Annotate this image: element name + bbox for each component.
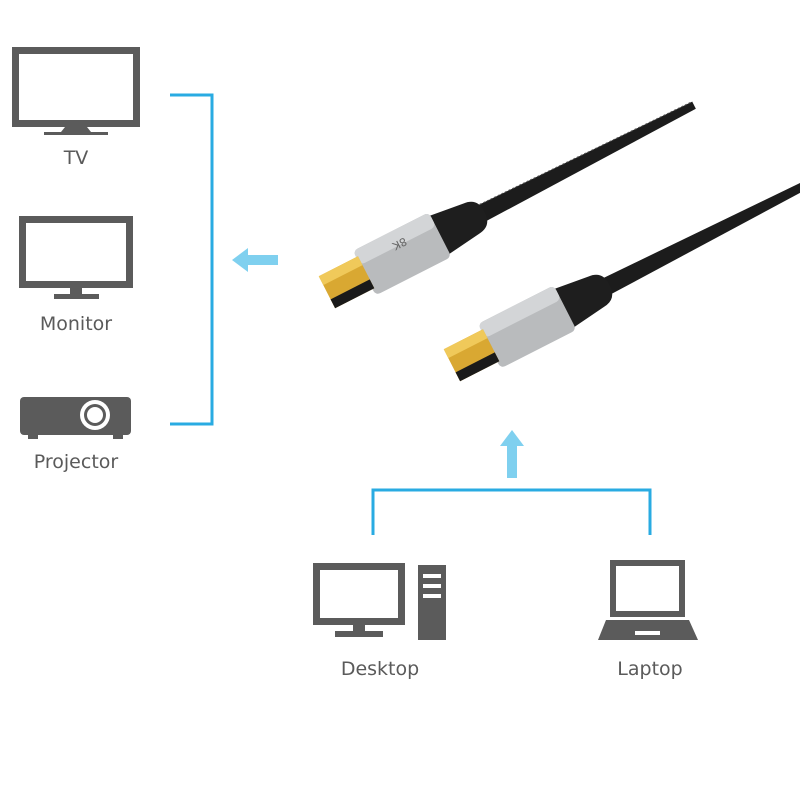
output-bracket [170, 93, 214, 426]
laptop-label: Laptop [617, 658, 682, 680]
desktop-label: Desktop [341, 658, 419, 680]
input-bracket [371, 488, 652, 535]
desktop-icon [313, 563, 446, 640]
monitor-icon [19, 216, 133, 299]
up-arrow-icon [500, 430, 524, 478]
tv-label: TV [63, 147, 89, 169]
tv-icon [12, 47, 140, 135]
left-arrow-icon [232, 248, 278, 272]
connector-marking: 8K [390, 234, 409, 252]
displayport-cable-lower [443, 174, 800, 382]
projector-label: Projector [34, 451, 119, 473]
monitor-label: Monitor [40, 313, 112, 335]
displayport-cable-upper: 8K [318, 101, 696, 309]
laptop-icon [598, 560, 698, 640]
projector-icon [20, 397, 131, 439]
